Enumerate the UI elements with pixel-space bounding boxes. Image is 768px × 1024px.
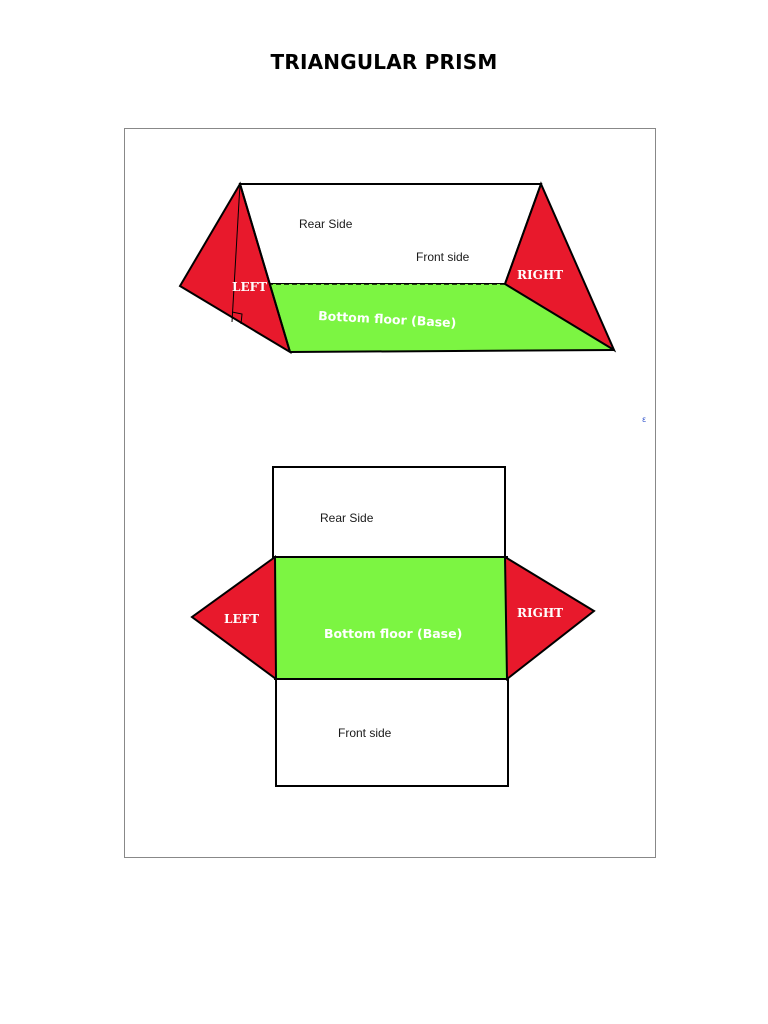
prism-3d-rear-label: Rear Side [299, 217, 353, 231]
page-title: TRIANGULAR PRISM [270, 50, 498, 74]
prism-net-left-face [190, 555, 278, 681]
prism-3d-left-height [231, 183, 241, 323]
prism-3d-base-label: Bottom floor (Base) [318, 308, 457, 330]
prism-3d-right-label: RIGHT [517, 268, 563, 282]
prism-3d-front-label: Front side [416, 250, 470, 264]
prism-net-right-face [503, 555, 596, 682]
prism-3d-rear-face [238, 183, 543, 285]
prism-net: Rear Side Front side LEFT RIGHT Bottom f… [190, 466, 596, 787]
prism-net-left-label: LEFT [224, 612, 259, 626]
prism-3d-base-front-edge [289, 349, 615, 353]
prism-3d-right-hidden-edge [504, 183, 542, 285]
prism-net-right-label: RIGHT [517, 606, 563, 620]
prism-net-rear-face [272, 466, 506, 558]
prism-net-front-label: Front side [338, 726, 392, 740]
stray-mark: ɛ [642, 415, 646, 424]
prism-3d-right-face [503, 181, 617, 353]
prism-3d-base-face [268, 284, 614, 352]
prism-3d-right-angle-mark [231, 311, 243, 325]
prism-net-front-face [275, 678, 509, 787]
prism-net-base-label: Bottom floor (Base) [324, 626, 462, 641]
prism-3d: Rear Side Front side LEFT RIGHT Bottom f… [178, 181, 617, 355]
prism-net-rear-label: Rear Side [320, 511, 374, 525]
prism-3d-left-label: LEFT [232, 280, 267, 294]
prism-3d-left-edge [239, 183, 291, 353]
prism-net-base-face [274, 556, 508, 680]
